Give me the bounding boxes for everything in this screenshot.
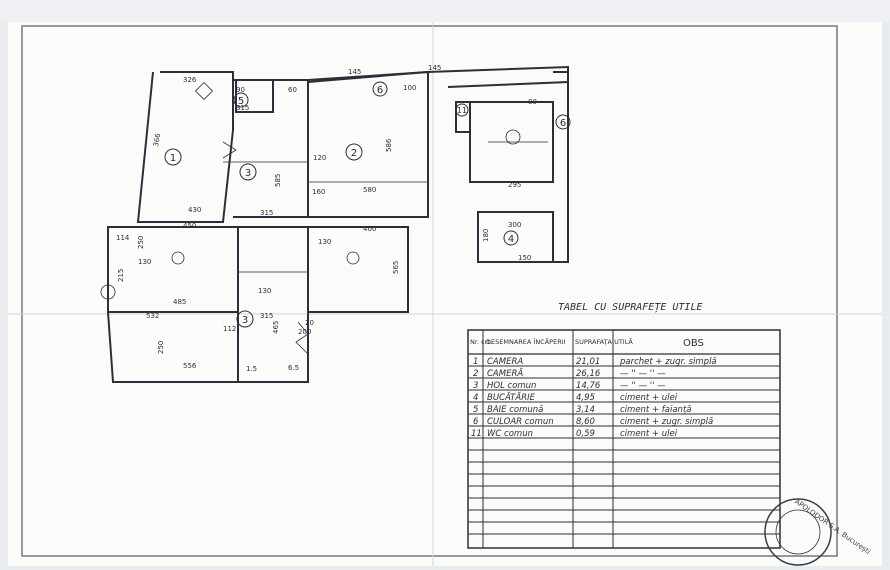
sheet-border — [21, 25, 838, 557]
header-name: DESEMNAREA ÎNCĂPERII — [486, 337, 566, 346]
svg-text:532: 532 — [146, 312, 159, 320]
row-obs: parchet + zugr. simplă — [619, 357, 717, 367]
svg-text:130: 130 — [138, 258, 151, 266]
row-nr: 2 — [473, 369, 478, 379]
svg-text:6.5: 6.5 — [288, 364, 299, 372]
svg-text:556: 556 — [183, 362, 197, 370]
area-table — [467, 329, 781, 549]
row-obs: — '' — '' — — [620, 369, 666, 379]
svg-text:100: 100 — [403, 84, 416, 92]
svg-text:145: 145 — [348, 68, 361, 76]
stamp-text: APOLODOR S.A. București — [793, 498, 872, 556]
row-name: BUCĂTĂRIE — [487, 391, 536, 403]
row-name: BAIE comună — [487, 405, 543, 415]
svg-text:465: 465 — [272, 321, 280, 334]
row-area: 26,16 — [576, 369, 601, 379]
row-area: 8,60 — [576, 417, 595, 427]
room-number: 11 — [457, 106, 467, 115]
svg-text:200: 200 — [298, 328, 311, 336]
viewer-top-bar — [0, 0, 890, 22]
row-name: HOL comun — [487, 381, 536, 391]
header-nr: Nr. crt. — [470, 338, 492, 346]
floor-plan-drawing: 1 2 3 4 5 6 6 3 11 326 90 315 60 145 145… — [8, 22, 882, 566]
svg-text:114: 114 — [116, 234, 130, 242]
svg-text:130: 130 — [258, 287, 271, 295]
svg-text:300: 300 — [508, 221, 521, 229]
svg-text:586: 586 — [385, 138, 393, 152]
row-name: CULOAR comun — [487, 417, 554, 427]
room-number-markers — [164, 81, 571, 328]
row-area: 3,14 — [576, 405, 595, 415]
row-obs: ciment + faianță — [620, 405, 692, 415]
row-name: CAMERĂ — [487, 367, 523, 379]
svg-text:400: 400 — [363, 225, 376, 233]
row-obs: ciment + zugr. simplă — [620, 417, 713, 427]
room-number: 6 — [560, 118, 566, 129]
row-nr: 6 — [473, 417, 479, 427]
plan-details — [100, 81, 548, 355]
svg-text:215: 215 — [117, 269, 125, 282]
svg-text:485: 485 — [173, 298, 186, 306]
svg-text:1.5: 1.5 — [246, 365, 257, 373]
company-stamp: APOLODOR S.A. București — [764, 498, 872, 566]
svg-text:90: 90 — [236, 86, 245, 94]
table-title: TABEL CU SUPRAFEȚE UTILE — [558, 302, 703, 313]
room-number: 3 — [245, 168, 251, 179]
row-nr: 11 — [471, 429, 482, 439]
row-area: 21,01 — [576, 357, 600, 367]
row-name: WC comun — [487, 429, 533, 439]
svg-text:112: 112 — [223, 325, 236, 333]
room-number: 2 — [351, 148, 357, 159]
svg-text:565: 565 — [392, 261, 400, 274]
svg-text:130: 130 — [318, 238, 331, 246]
svg-text:160: 160 — [312, 188, 325, 196]
svg-text:295: 295 — [508, 181, 521, 189]
svg-text:326: 326 — [183, 76, 197, 84]
svg-text:585: 585 — [274, 174, 282, 187]
row-area: 0,59 — [576, 429, 595, 439]
row-obs: ciment + ulei — [620, 429, 678, 439]
plan-walls — [106, 65, 569, 383]
row-nr: 5 — [473, 405, 478, 415]
header-obs: OBS — [683, 338, 704, 349]
svg-text:315: 315 — [236, 104, 249, 112]
svg-text:315: 315 — [260, 312, 273, 320]
svg-text:145: 145 — [428, 64, 441, 72]
row-area: 4,95 — [576, 393, 595, 403]
floor-plan-sheet: 1 2 3 4 5 6 6 3 11 326 90 315 60 145 145… — [8, 22, 882, 566]
svg-text:60: 60 — [288, 86, 297, 94]
row-name: CAMERA — [487, 357, 523, 367]
svg-text:315: 315 — [260, 209, 273, 217]
room-number: 4 — [508, 234, 514, 245]
svg-text:250: 250 — [157, 341, 165, 354]
row-obs: — '' — '' — — [620, 381, 666, 391]
room-number: 1 — [170, 153, 176, 164]
row-nr: 4 — [473, 393, 478, 403]
row-area: 14,76 — [576, 381, 601, 391]
table-headers: Nr. crt. DESEMNAREA ÎNCĂPERII SUPRAFAȚA … — [470, 337, 704, 349]
svg-text:120: 120 — [313, 154, 326, 162]
room-number: 3 — [242, 315, 248, 326]
svg-text:430: 430 — [188, 206, 201, 214]
room-number: 6 — [377, 85, 383, 96]
svg-text:80: 80 — [528, 98, 537, 106]
svg-text:450: 450 — [183, 222, 196, 230]
room-number: 5 — [238, 96, 244, 107]
row-nr: 3 — [473, 381, 478, 391]
room-numbers: 1 2 3 4 5 6 6 3 11 — [170, 85, 566, 326]
svg-text:150: 150 — [518, 254, 531, 262]
svg-text:250: 250 — [137, 236, 145, 249]
row-obs: ciment + ulei — [620, 393, 678, 403]
table-rows: 1 CAMERA 21,01 parchet + zugr. simplă 2 … — [471, 357, 717, 439]
header-area: SUPRAFAȚA UTILĂ — [575, 337, 633, 347]
svg-text:20: 20 — [305, 319, 314, 327]
svg-text:366: 366 — [152, 132, 162, 147]
dimension-labels: 326 90 315 60 145 145 100 80 586 580 120… — [116, 64, 537, 373]
svg-text:180: 180 — [482, 229, 490, 242]
row-nr: 1 — [473, 357, 478, 367]
svg-text:580: 580 — [363, 186, 376, 194]
